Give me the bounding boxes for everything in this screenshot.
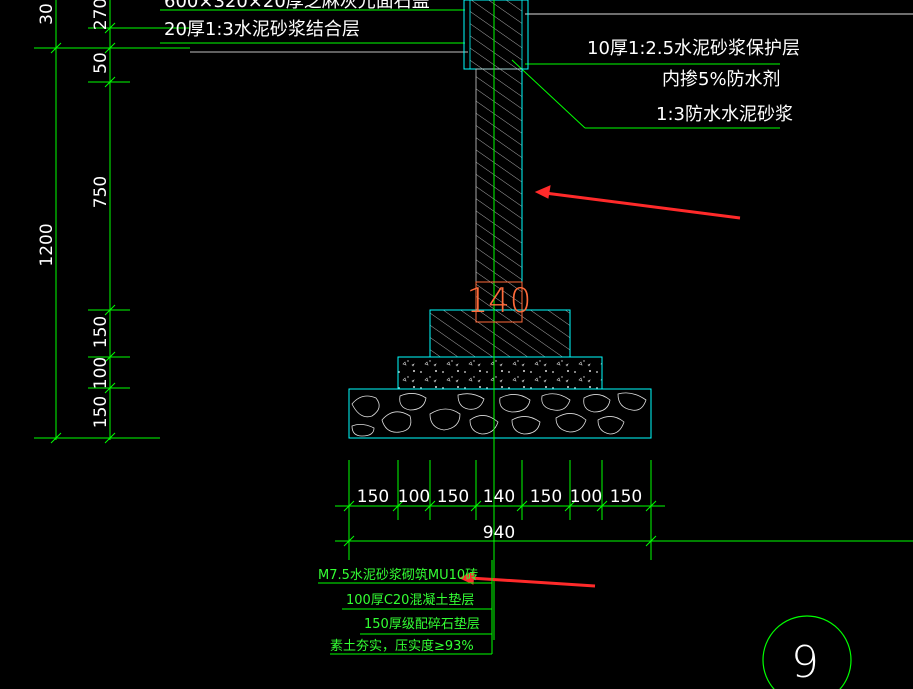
left-dimension-group — [34, 0, 190, 444]
left-dimension-labels: 1200 30 270 50 750 150 100 150 — [37, 0, 111, 428]
dim-bottom-150a: 150 — [357, 487, 389, 507]
note-additive: 内掺5%防水剂 — [662, 69, 781, 90]
dim-left-270: 270 — [91, 0, 111, 30]
dim-left-total: 1200 — [37, 223, 57, 266]
annotation-arrows — [458, 185, 741, 588]
dim-bottom-150c: 150 — [530, 487, 562, 507]
dim-left-750: 750 — [91, 176, 111, 208]
top-notes: 600×320×20厚芝麻灰光面石盖 20厚1:3水泥砂浆结合层 10厚1:2.… — [160, 0, 913, 129]
note-waterproof: 1:3防水水泥砂浆 — [656, 104, 793, 125]
bottom-dimension-labels: 150 100 150 140 150 100 150 940 — [357, 487, 642, 543]
note-protect-layer: 10厚1:2.5水泥砂浆保护层 — [587, 38, 800, 59]
bottom-dimension-group — [335, 460, 913, 560]
note-concrete-pad: 100厚C20混凝土垫层 — [346, 592, 474, 608]
dim-bottom-100b: 100 — [570, 487, 602, 507]
note-crushed-stone: 150厚级配碎石垫层 — [364, 616, 480, 632]
note-cap-stone: 600×320×20厚芝麻灰光面石盖 — [164, 0, 430, 12]
layer-notes: M7.5水泥砂浆砌筑MU10砖 100厚C20混凝土垫层 150厚级配碎石垫层 … — [318, 560, 493, 655]
dim-bottom-100a: 100 — [398, 487, 430, 507]
wall-thickness-label: 140 — [467, 281, 532, 321]
note-compacted-soil: 素土夯实，压实度≥93% — [330, 638, 474, 654]
dim-bottom-total: 940 — [483, 523, 515, 543]
detail-number: 9 — [791, 637, 819, 688]
wall-section: 140 — [348, 0, 652, 640]
dim-bottom-150d: 150 — [610, 487, 642, 507]
dim-left-150a: 150 — [91, 316, 111, 348]
dim-left-150b: 150 — [91, 396, 111, 428]
dim-left-50: 50 — [91, 52, 111, 74]
note-brick-masonry: M7.5水泥砂浆砌筑MU10砖 — [318, 567, 478, 583]
note-mortar-bed: 20厚1:3水泥砂浆结合层 — [164, 19, 360, 40]
dim-bottom-140: 140 — [483, 487, 515, 507]
dim-left-30: 30 — [37, 3, 57, 25]
dim-bottom-150b: 150 — [437, 487, 469, 507]
detail-marker: 9 — [762, 615, 852, 689]
dim-left-100: 100 — [91, 357, 111, 389]
